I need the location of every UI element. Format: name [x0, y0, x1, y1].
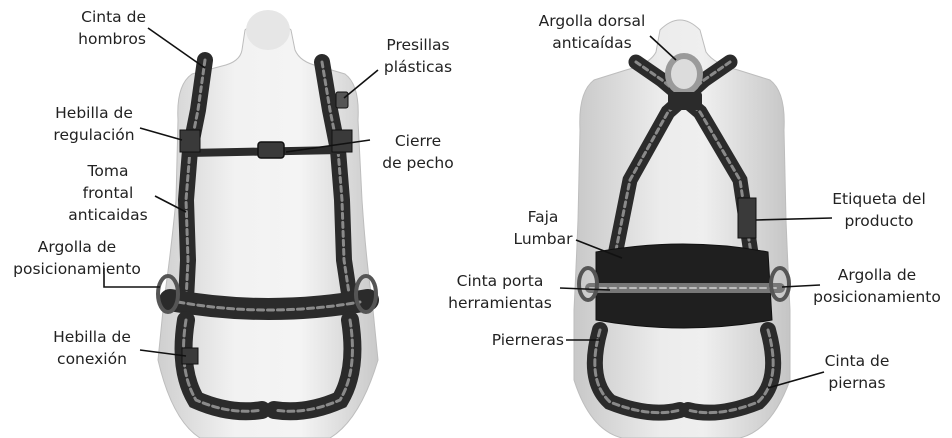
- label-line: de pecho: [372, 152, 464, 174]
- label-line: herramientas: [440, 292, 560, 314]
- label-line: Cinta de: [812, 350, 902, 372]
- label-line: Hebilla de: [44, 102, 144, 124]
- label-connection-buckle: Hebilla de conexión: [42, 326, 142, 370]
- label-line: Argolla dorsal: [522, 10, 662, 32]
- label-chest-closure: Cierre de pecho: [372, 130, 464, 174]
- label-shoulder-strap: Cinta de hombros: [48, 6, 146, 50]
- label-line: Faja: [508, 206, 578, 228]
- label-line: Presillas: [376, 34, 460, 56]
- label-line: Pierneras: [470, 329, 564, 351]
- label-line: regulación: [44, 124, 144, 146]
- label-line: Hebilla de: [42, 326, 142, 348]
- label-back-positioning-ring: Argolla de posicionamiento: [804, 264, 950, 308]
- label-front-positioning-ring: Argolla de posicionamiento: [2, 236, 152, 280]
- label-line: Lumbar: [508, 228, 578, 250]
- label-plastic-loops: Presillas plásticas: [376, 34, 460, 78]
- label-line: Toma: [58, 160, 158, 182]
- label-tool-strap: Cinta porta herramientas: [440, 270, 560, 314]
- label-leg-loops: Pierneras: [470, 329, 564, 351]
- leader-shoulder-strap: [148, 28, 205, 68]
- label-line: posicionamiento: [804, 286, 950, 308]
- label-product-label: Etiqueta del producto: [826, 188, 932, 232]
- label-line: Cinta porta: [440, 270, 560, 292]
- label-lumbar-belt: Faja Lumbar: [508, 206, 578, 250]
- label-line: posicionamiento: [2, 258, 152, 280]
- label-line: hombros: [48, 28, 146, 50]
- label-front-anchor: Toma frontal anticaidas: [58, 160, 158, 226]
- chest-buckle: [258, 142, 284, 158]
- label-dorsal-ring: Argolla dorsal anticaídas: [522, 10, 662, 54]
- product-label-tag: [738, 198, 756, 238]
- label-line: piernas: [812, 372, 902, 394]
- label-line: anticaidas: [58, 204, 158, 226]
- dorsal-ring: [668, 56, 700, 92]
- label-line: producto: [826, 210, 932, 232]
- label-line: Cierre: [372, 130, 464, 152]
- label-adjust-buckle: Hebilla de regulación: [44, 102, 144, 146]
- label-line: anticaídas: [522, 32, 662, 54]
- leader-adjust-buckle: [140, 128, 182, 140]
- label-line: Cinta de: [48, 6, 146, 28]
- label-line: conexión: [42, 348, 142, 370]
- label-line: Argolla de: [2, 236, 152, 258]
- label-line: plásticas: [376, 56, 460, 78]
- label-line: Argolla de: [804, 264, 950, 286]
- label-line: Etiqueta del: [826, 188, 932, 210]
- label-leg-strap: Cinta de piernas: [812, 350, 902, 394]
- label-line: frontal: [58, 182, 158, 204]
- front-neck: [246, 10, 290, 50]
